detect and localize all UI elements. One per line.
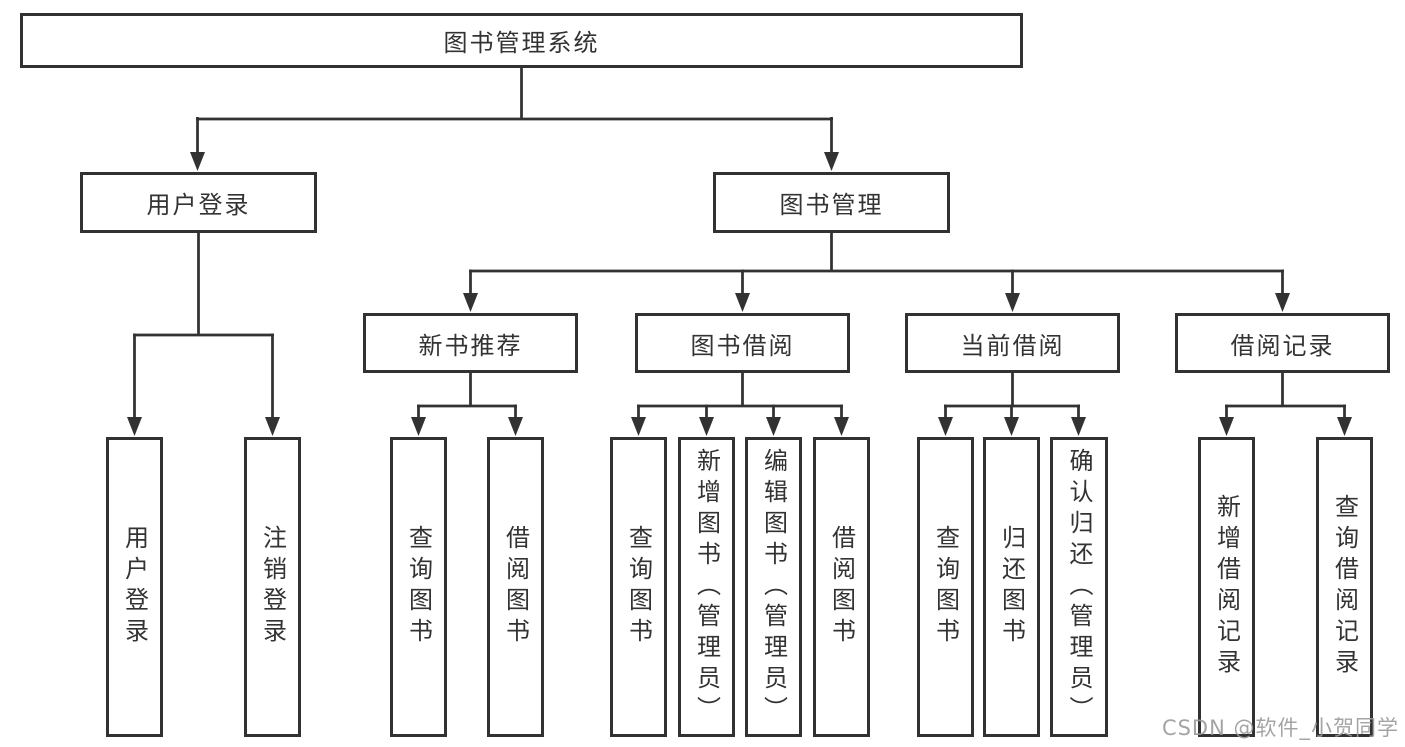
arrowheads-newbook-leaves xyxy=(411,417,523,436)
connector-management-to-level3 xyxy=(469,232,1284,295)
connector-login-to-leaves xyxy=(133,232,274,419)
arrowhead xyxy=(699,417,714,436)
arrowhead xyxy=(1275,293,1290,312)
node-book-borrow: 图书借阅 xyxy=(635,313,850,373)
arrowhead xyxy=(631,417,646,436)
connector-newbook-to-leaves xyxy=(417,372,517,419)
connector-record-to-leaves xyxy=(1225,372,1346,419)
leaf-current-return-books: 归还图书 xyxy=(983,437,1040,737)
arrowheads-login-leaves xyxy=(127,417,280,436)
arrowhead xyxy=(1337,417,1352,436)
connector-borrow-to-leaves xyxy=(637,372,843,419)
leaf-current-query-books: 查询图书 xyxy=(917,437,974,737)
leaf-newbook-borrow-books: 借阅图书 xyxy=(487,437,544,737)
arrowhead xyxy=(411,417,426,436)
arrowhead xyxy=(463,293,478,312)
arrowheads-level3 xyxy=(463,293,1290,312)
leaf-borrow-edit-books-admin: 编辑图书（管理员） xyxy=(745,437,802,737)
leaf-borrow-add-books-admin: 新增图书（管理员） xyxy=(678,437,735,737)
arrowheads-current-leaves xyxy=(938,417,1086,436)
arrowhead xyxy=(127,417,142,436)
arrowhead xyxy=(190,152,205,171)
leaf-record-add-borrow-record: 新增借阅记录 xyxy=(1198,437,1255,737)
arrowheads-record-leaves xyxy=(1219,417,1352,436)
node-user-login: 用户登录 xyxy=(80,172,317,233)
arrowheads-level2 xyxy=(190,152,839,171)
leaf-user-login: 用户登录 xyxy=(106,437,163,737)
arrowhead xyxy=(766,417,781,436)
connector-root-to-level2 xyxy=(196,67,833,154)
node-new-book-recommend: 新书推荐 xyxy=(363,313,578,373)
arrowhead xyxy=(1004,417,1019,436)
arrowhead xyxy=(938,417,953,436)
node-book-management: 图书管理 xyxy=(713,172,950,233)
arrowhead xyxy=(265,417,280,436)
arrowhead xyxy=(735,293,750,312)
node-root-system: 图书管理系统 xyxy=(20,13,1023,68)
leaf-record-query-borrow-record: 查询借阅记录 xyxy=(1316,437,1373,737)
leaf-logout: 注销登录 xyxy=(244,437,301,737)
arrowhead xyxy=(834,417,849,436)
arrowhead xyxy=(1219,417,1234,436)
leaf-borrow-query-books: 查询图书 xyxy=(610,437,667,737)
arrowheads-borrow-leaves xyxy=(631,417,849,436)
leaf-current-confirm-return-admin: 确认归还（管理员） xyxy=(1050,437,1108,737)
leaf-borrow-borrow-books: 借阅图书 xyxy=(813,437,870,737)
csdn-watermark: CSDN @软件_小贺同学 xyxy=(1161,716,1399,740)
node-current-borrow: 当前借阅 xyxy=(905,313,1120,373)
arrowhead xyxy=(508,417,523,436)
node-borrow-records: 借阅记录 xyxy=(1175,313,1390,373)
arrowhead xyxy=(824,152,839,171)
arrowhead xyxy=(1071,417,1086,436)
leaf-newbook-query-books: 查询图书 xyxy=(390,437,447,737)
connector-current-to-leaves xyxy=(944,372,1080,419)
arrowhead xyxy=(1005,293,1020,312)
